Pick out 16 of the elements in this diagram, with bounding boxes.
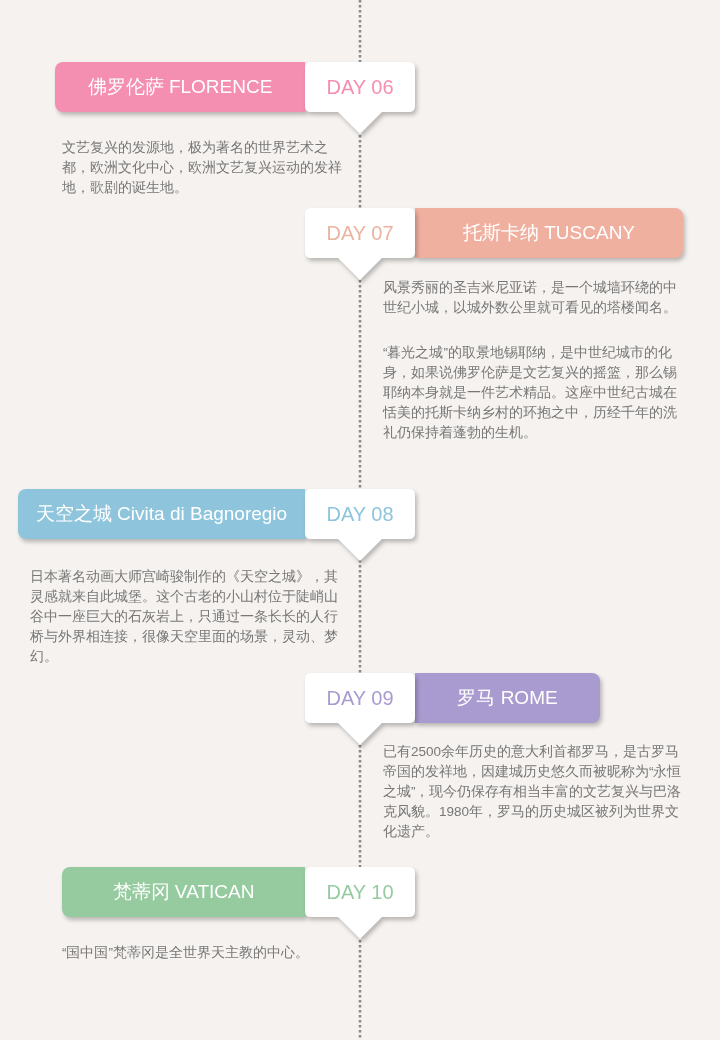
description-text: 风景秀丽的圣吉米尼亚诺，是一个城墙环绕的中世纪小城，以城外数公里就可看见的塔楼闻名。 — [383, 279, 678, 317]
place-name-banner: 梵蒂冈 VATICAN — [62, 867, 305, 917]
description-text: 已有2500余年历史的意大利首都罗马，是古罗马帝国的发祥地，因建城历史悠久而被昵称为“永恒之城”，现今仍保存有相当丰富的文艺复兴与巴洛克风貌。1980年，罗马的历史城区被列为世界文化遗产。 — [383, 743, 683, 841]
day-callout: DAY 06 — [305, 62, 415, 134]
day-callout: DAY 08 — [305, 489, 415, 561]
place-name-banner: 托斯卡纳 TUSCANY — [415, 208, 683, 258]
day-callout: DAY 10 — [305, 867, 415, 939]
description-text: 文艺复兴的发源地，极为著名的世界艺术之都，欧洲文化中心，欧洲文艺复兴运动的发祥地，歌剧的诞生地。 — [62, 139, 343, 197]
place-name-banner: 天空之城 Civita di Bagnoregio — [18, 489, 305, 539]
day-callout: DAY 07 — [305, 208, 415, 280]
day-callout: DAY 09 — [305, 673, 415, 745]
description-text: “国中国”梵蒂冈是全世界天主教的中心。 — [62, 944, 310, 962]
place-name-banner: 佛罗伦萨 FLORENCE — [55, 62, 305, 112]
place-name-banner: 罗马 ROME — [415, 673, 600, 723]
description-text: “暮光之城”的取景地锡耶纳，是中世纪城市的化身，如果说佛罗伦萨是文艺复兴的摇篮，那么锡耶纳本身就是一件艺术精品。这座中世纪古城在恬美的托斯卡纳乡村的环抱之中，历经千年的洗礼仍保持着蓬勃的生机。 — [383, 344, 678, 442]
description-text: 日本著名动画大师宫崎骏制作的《天空之城》，其灵感就来自此城堡。这个古老的小山村位于陡峭山谷中一座巨大的石灰岩上，只通过一条长长的人行桥与外界相连接，很像天空里面的场景，灵动、梦幻。 — [30, 568, 339, 666]
